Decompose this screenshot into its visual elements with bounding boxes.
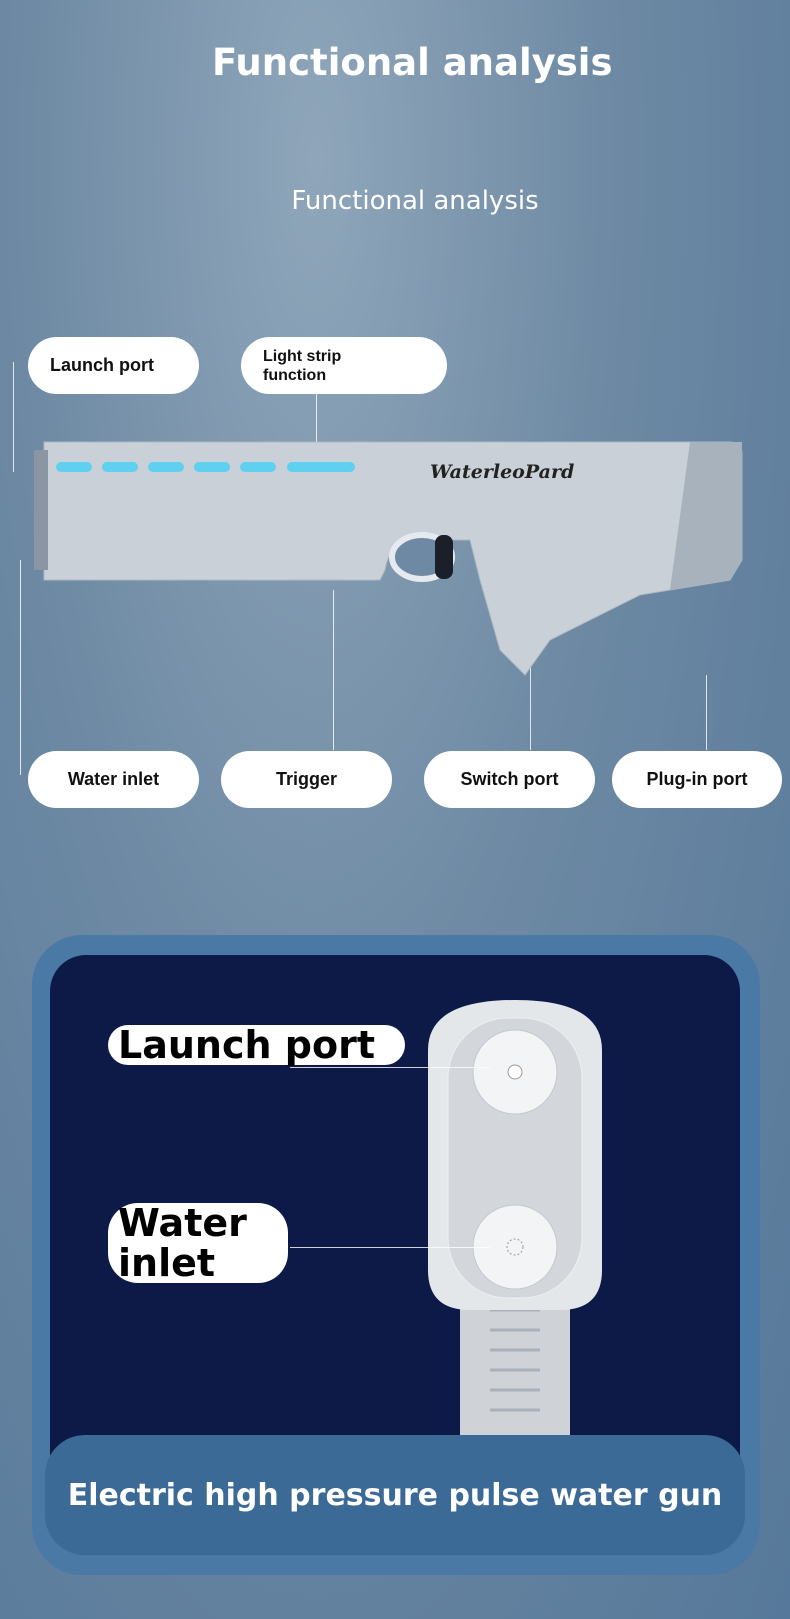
leader-line [333,590,334,750]
callout-light-strip: Light strip function [241,337,447,394]
leader-line [290,1247,490,1248]
leader-line [316,394,317,469]
callout-switch-port: Switch port [424,751,595,808]
callout-label: Launch port [50,355,154,375]
callout-launch-port: Launch port [28,337,199,394]
callout-label: Switch port [460,769,559,789]
page-subtitle: Functional analysis [291,186,539,216]
callout-label: Light strip function [263,347,342,384]
callout-plugin-port: Plug-in port [612,751,782,808]
brand-logo: WaterleoPard [430,461,574,483]
callout-label: Water inlet [67,769,160,789]
product-banner: Electric high pressure pulse water gun [45,1435,745,1555]
nozzle-closeup-image [428,1000,602,1440]
callout-water-inlet: Water inlet [28,751,199,808]
leader-line [706,675,707,750]
leader-line [13,362,14,472]
page-title: Functional analysis [212,41,613,84]
callout-label: Trigger [275,769,337,789]
water-gun-image: WaterleoPard [34,441,743,676]
detail-label-launch-port: Launch port [108,1025,405,1065]
banner-text: Electric high pressure pulse water gun [67,1477,723,1513]
leader-line [20,560,21,775]
callout-label: Plug-in port [646,769,748,789]
leader-line [530,660,531,750]
callout-trigger: Trigger [221,751,392,808]
leader-line [290,1067,490,1068]
detail-label-water-inlet: Water inlet [108,1203,288,1283]
